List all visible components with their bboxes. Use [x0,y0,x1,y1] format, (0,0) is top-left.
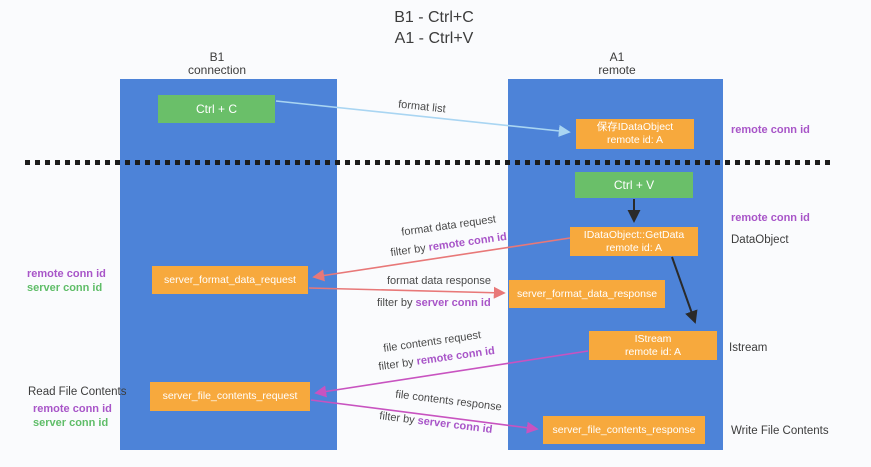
getdata-line2: remote id: A [605,241,663,254]
title-line-1: B1 - Ctrl+C [394,9,474,26]
remote-conn-id-inline-1: remote conn id [427,230,508,254]
server-conn-id-left-1: server conn id [27,282,103,294]
remote-conn-id-left-1: remote conn id [27,268,106,280]
left-column-header: B1 connection [157,51,277,76]
getdata-line1: IDataObject::GetData [583,228,685,241]
right-column-subtitle: remote [598,62,636,77]
file-contents-response-label: file contents response [394,388,503,414]
server-file-contents-request-node: server_file_contents_request [150,382,310,411]
remote-conn-id-annotation-mid: remote conn id [731,212,810,224]
istream-node: IStream remote id: A [589,331,717,360]
server-format-data-response-node: server_format_data_response [509,280,665,308]
remote-conn-id-annotation-top: remote conn id [731,124,810,136]
file-response-filter-label: filter by server conn id [379,410,493,436]
file-request-label: server_file_contents_request [162,390,298,402]
dataobject-annotation: DataObject [731,234,789,246]
ctrl-c-label: Ctrl + C [195,101,237,116]
save-dataobject-node: 保存IDataObject remote id: A [576,119,694,149]
remote-conn-id-left-2: remote conn id [33,403,112,415]
format-data-response-label: format data response [387,275,491,287]
format-response-filter-label: filter by server conn id [377,297,491,309]
ctrl-v-node: Ctrl + V [575,172,693,198]
istream-annotation: Istream [729,342,768,354]
istream-line2: remote id: A [624,345,682,358]
server-format-data-request-node: server_format_data_request [152,266,308,294]
idataobject-getdata-node: IDataObject::GetData remote id: A [570,227,698,256]
right-column-name: A1 [609,50,625,64]
ctrl-v-label: Ctrl + V [613,177,655,192]
server-file-contents-response-node: server_file_contents_response [543,416,705,444]
write-file-contents-annotation: Write File Contents [731,425,829,437]
istream-line1: IStream [634,332,672,345]
left-column-name: B1 [209,50,225,64]
read-file-contents-annotation: Read File Contents [28,386,127,398]
conn-id-annotation-format: remote conn id server conn id [27,267,106,295]
server-conn-id-inline-1: server conn id [415,297,491,309]
diagram-title: B1 - Ctrl+C A1 - Ctrl+V [309,7,559,49]
format-data-response-arrow [308,286,506,299]
file-response-label: server_file_contents_response [552,423,696,436]
conn-id-annotation-file: remote conn id server conn id [33,402,112,430]
server-conn-id-left-2: server conn id [33,417,109,429]
format-list-arrow-label: format list [397,98,447,116]
title-line-2: A1 - Ctrl+V [394,30,474,47]
right-column-header: A1 remote [557,51,677,76]
format-response-label: server_format_data_response [516,287,658,300]
format-request-label: server_format_data_request [164,273,296,286]
filter-by-text-2: filter by [377,297,416,309]
save-dataobject-line2: remote id: A [606,134,664,146]
filter-by-text-4: filter by [378,410,419,427]
ctrl-c-node: Ctrl + C [158,95,275,123]
filter-by-text-1: filter by [389,241,430,260]
phase-separator-dashed-line [25,160,832,165]
left-column-subtitle: connection [187,62,247,77]
filter-by-text-3: filter by [377,355,418,374]
server-conn-id-inline-2: server conn id [416,414,494,436]
save-dataobject-line1: 保存IDataObject [596,121,674,133]
